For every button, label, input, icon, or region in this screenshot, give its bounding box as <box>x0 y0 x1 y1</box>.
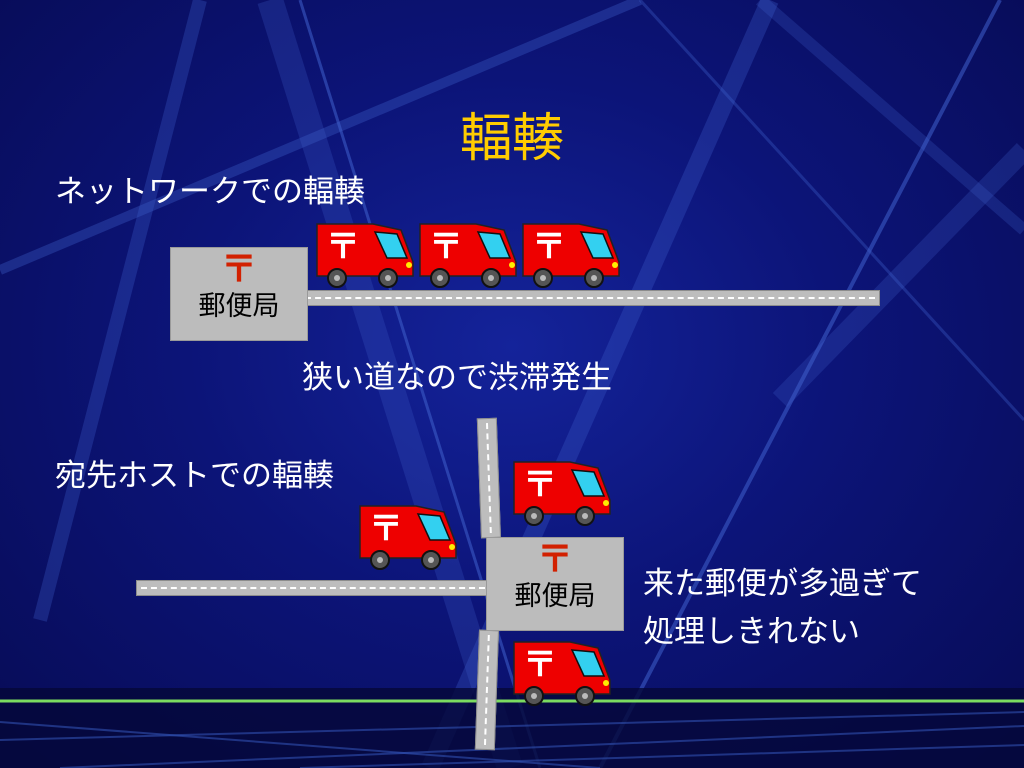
mail-truck-1: 〒 <box>316 223 414 288</box>
postal-mark-icon: 〒 <box>536 539 573 580</box>
mail-truck-6: 〒 <box>513 641 611 706</box>
road-west <box>136 580 490 596</box>
postal-mark-icon: 〒 <box>220 249 257 290</box>
post-office-1: 〒 郵便局 <box>170 247 308 341</box>
mail-truck-2: 〒 <box>419 223 517 288</box>
narrow-road <box>300 290 880 306</box>
truck-mark: 〒 <box>429 227 463 267</box>
truck-mark: 〒 <box>523 465 557 505</box>
network-congestion-heading: ネットワークでの輻輳 <box>55 174 365 210</box>
host-congestion-heading: 宛先ホストでの輻輳 <box>55 458 334 494</box>
road-north <box>476 417 501 539</box>
overload-caption-line2: 処理しきれない <box>643 614 860 650</box>
mail-truck-4: 〒 <box>513 461 611 526</box>
post-office-label: 郵便局 <box>514 581 596 612</box>
traffic-jam-caption: 狭い道なので渋滞発生 <box>302 360 612 396</box>
truck-mark: 〒 <box>369 509 403 549</box>
overload-caption-line1: 来た郵便が多過ぎて <box>643 566 922 602</box>
post-office-label: 郵便局 <box>198 291 280 322</box>
mail-truck-3: 〒 <box>522 223 620 288</box>
road-south <box>474 629 499 751</box>
mail-truck-5: 〒 <box>359 505 457 570</box>
truck-mark: 〒 <box>326 227 360 267</box>
truck-mark: 〒 <box>523 645 557 685</box>
post-office-2: 〒 郵便局 <box>486 537 624 631</box>
slide-title: 輻輳 <box>459 109 564 169</box>
truck-mark: 〒 <box>532 227 566 267</box>
